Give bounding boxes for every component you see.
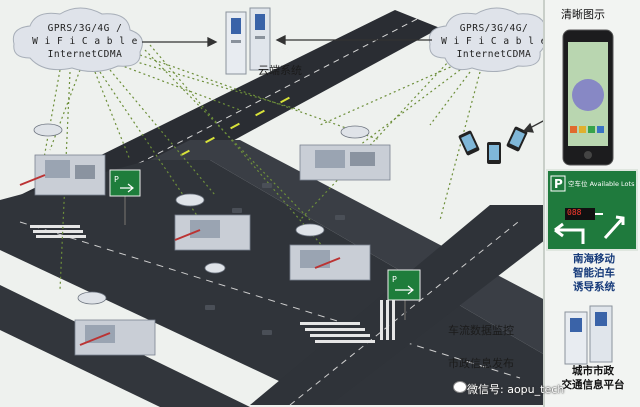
brand-name: 南海移动 智能泊车 诱导系统	[550, 252, 638, 294]
platform-line-1: 城市市政	[548, 364, 638, 378]
sign-header: 空车位 Available Lots	[568, 178, 634, 188]
svg-text:P: P	[554, 177, 563, 191]
svg-text:P: P	[114, 175, 119, 184]
brand-line-3: 诱导系统	[550, 280, 638, 294]
brand-line-1: 南海移动	[550, 252, 638, 266]
cloud-right-line-2: W i F i C a b l e	[440, 35, 548, 48]
cloud-right-line-3: InternetCDMA	[440, 48, 548, 61]
parking-lot-5	[75, 320, 155, 355]
cloud-right-line-1: GPRS/3G/4G/	[440, 22, 548, 35]
watermark: 微信号: aopu_tech	[467, 381, 564, 397]
platform-server-icon	[565, 306, 612, 364]
parking-lot-4	[290, 245, 370, 280]
wechat-icon	[453, 381, 467, 393]
parking-lot-3	[175, 215, 250, 250]
cloud-right-text: GPRS/3G/4G/ W i F i C a b l e InternetCD…	[440, 22, 548, 61]
sign-count: 088	[567, 208, 581, 217]
cloud-left-line-3: InternetCDMA	[30, 48, 140, 61]
cloud-system-label: 云端系统	[258, 62, 302, 78]
smartphone-icon	[563, 30, 613, 165]
cloud-left-line-1: GPRS/3G/4G /	[30, 22, 140, 35]
parking-lot-2	[300, 145, 390, 180]
right-panel-graphics: P	[543, 0, 640, 407]
cloud-left-line-2: W i F i C a b l e	[30, 35, 140, 48]
municipal-info-label: 市政信息发布	[448, 355, 514, 371]
svg-text:P: P	[392, 275, 397, 284]
traffic-monitoring-label: 车流数据监控	[448, 322, 514, 338]
brand-line-2: 智能泊车	[550, 266, 638, 280]
cloud-left-text: GPRS/3G/4G / W i F i C a b l e InternetC…	[30, 22, 140, 61]
